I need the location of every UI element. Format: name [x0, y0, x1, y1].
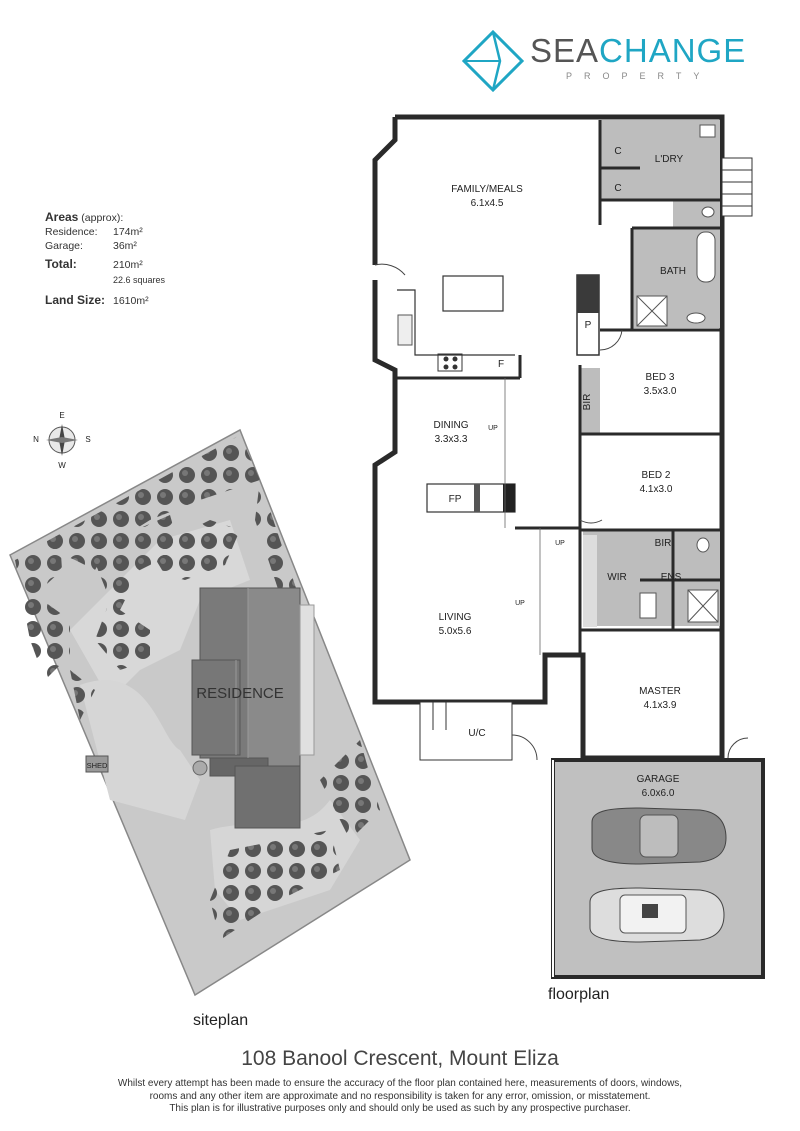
fireplace-label: FP — [449, 494, 462, 505]
disclaimer-line: rooms and any other item are approximate… — [149, 1090, 651, 1102]
fridge-label: F — [498, 359, 504, 370]
land-size-label: Land Size: — [45, 293, 106, 307]
compass-n: N — [33, 435, 39, 444]
dining-size: 3.3x3.3 — [435, 434, 468, 445]
areas-table: Areas (approx): Residence: 174m² Garage: 3… — [45, 210, 245, 309]
up-label-hall: UP — [555, 540, 565, 547]
bed2-size: 4.1x3.0 — [640, 484, 673, 495]
residence-label: RESIDENCE — [196, 685, 284, 702]
logo-word-sea: SEA — [530, 32, 600, 69]
areas-heading: Areas — [45, 210, 79, 224]
garage-size: 6.0x6.0 — [642, 788, 675, 799]
siteplan-caption: siteplan — [193, 1012, 249, 1029]
up-label-dining: UP — [488, 425, 498, 432]
total-value: 210m² — [113, 259, 143, 271]
logo-word-change: CHANGE — [599, 32, 747, 69]
disclaimer-line: This plan is for illustrative purposes o… — [169, 1103, 631, 1114]
property-address: 108 Banool Crescent, Mount Eliza — [241, 1047, 559, 1070]
outer-walls — [372, 114, 725, 761]
disclaimer-line: Whilst every attempt has been made to en… — [117, 1078, 683, 1089]
logo-subtitle: PROPERTY — [566, 71, 712, 81]
cooktop-icon — [443, 356, 458, 370]
garage-value: 36m² — [113, 240, 137, 252]
bed3-size: 3.5x3.0 — [644, 386, 677, 397]
residence-value: 174m² — [113, 226, 143, 238]
compass-s: S — [85, 435, 90, 444]
bir-master-label: BIR — [655, 538, 672, 549]
residence-label: Residence: — [45, 226, 98, 238]
total-squares: 22.6 squares — [113, 275, 166, 285]
logo-diamond-icon — [462, 30, 524, 92]
living-name: LIVING — [439, 612, 472, 623]
logo: SEACHANGE PROPERTY — [462, 30, 762, 92]
bath-name: BATH — [660, 266, 686, 277]
bed3-name: BED 3 — [646, 372, 675, 383]
siteplan: SHED RESIDENCE — [9, 428, 411, 997]
car-icon — [589, 887, 725, 943]
car-icon — [591, 807, 727, 865]
compass-e: E — [59, 411, 64, 420]
laundry-name: L'DRY — [655, 154, 684, 165]
fireplace — [426, 483, 516, 513]
disclaimer: Whilst every attempt has been made to en… — [0, 1078, 800, 1116]
total-label: Total: — [45, 257, 77, 271]
cupboard-2: C — [614, 183, 621, 194]
residence-roof — [191, 587, 301, 829]
cupboard-1: C — [614, 146, 621, 157]
logo-wordmark: SEACHANGE — [530, 32, 746, 70]
garage-label: Garage: — [45, 240, 83, 252]
living-size: 5.0x5.6 — [439, 626, 472, 637]
pantry-label: P — [585, 320, 592, 331]
areas-heading-note: (approx): — [81, 212, 124, 224]
up-label-living: UP — [515, 600, 525, 607]
kitchen-island — [442, 275, 504, 312]
family-meals-size: 6.1x4.5 — [471, 198, 504, 209]
shed-label: SHED — [87, 761, 108, 770]
bed2-name: BED 2 — [642, 470, 671, 481]
land-size-value: 1610m² — [113, 295, 149, 307]
shed-roof — [85, 755, 109, 773]
master-name: MASTER — [639, 686, 681, 697]
garage-name: GARAGE — [637, 774, 680, 785]
master-size: 4.1x3.9 — [644, 700, 677, 711]
tree-clusters — [15, 435, 380, 940]
compass-w: W — [58, 461, 66, 470]
dining-name: DINING — [434, 420, 469, 431]
compass-icon: E S N W — [33, 411, 91, 470]
ensuite-label: ENS — [661, 572, 682, 583]
floorplan-caption: floorplan — [548, 986, 610, 1003]
under-cover-label: U/C — [468, 728, 485, 739]
family-meals-name: FAMILY/MEALS — [451, 184, 523, 195]
wir-label: WIR — [607, 572, 626, 583]
bir-bed3-label: BIR — [582, 394, 593, 411]
